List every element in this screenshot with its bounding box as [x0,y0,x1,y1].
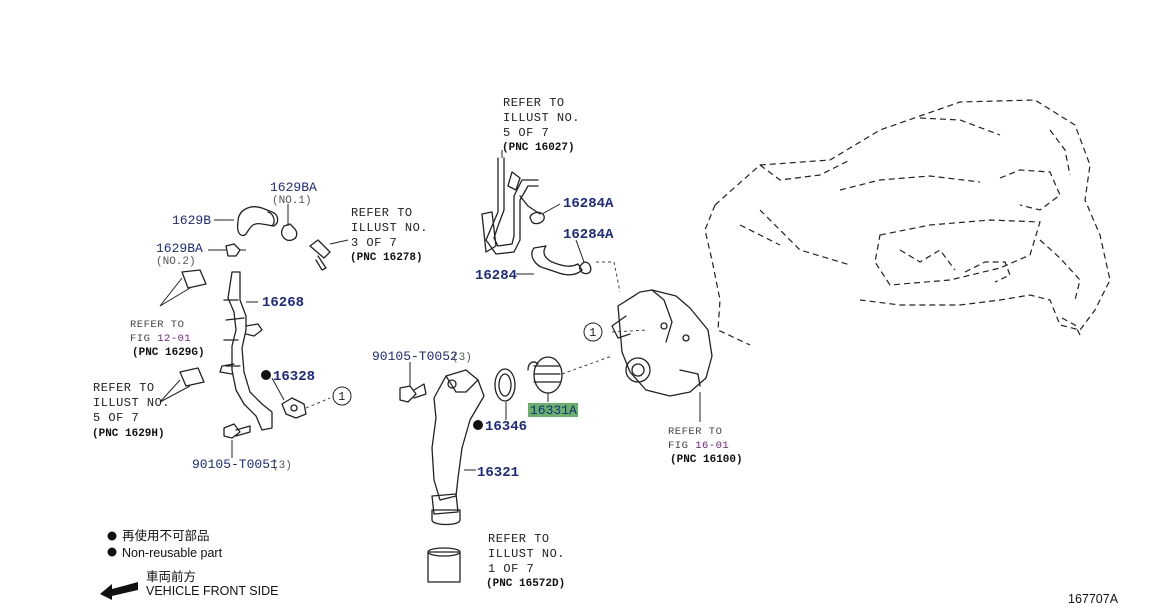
legend: 再使用不可部品 Non-reusable part 車両前方 VEHICLE F… [100,528,278,600]
ref-note-16027[interactable]: REFER TO ILLUST NO. 5 OF 7 (PNC 16027) [502,96,580,154]
ref-1629h-line3: 5 OF 7 [93,411,139,425]
circle-ref-1-right[interactable]: 1 [583,322,603,342]
clamp-16284a-1[interactable] [529,211,545,225]
ref-note-16100[interactable]: REFER TO FIG 16-01 (PNC 16100) [668,426,743,466]
pipe-16268[interactable] [219,271,273,431]
ref-16278-line2: ILLUST NO. [351,221,428,235]
non-reusable-dot-16328 [261,370,271,380]
hose-16572d[interactable] [427,547,461,583]
legend-dot-jp [107,531,117,541]
ref-16027-line1: REFER TO [503,96,565,110]
ref-16100-line2: FIG 16-01 [668,440,729,452]
figure-id: 167707A [1068,592,1119,606]
ref-1629g-arrow [159,269,207,307]
engine-outline [704,99,1111,346]
clamp-16284a-2[interactable] [579,261,592,275]
ref-1629g-line1: REFER TO [130,319,184,331]
ref-note-1629h[interactable]: REFER TO ILLUST NO. 5 OF 7 (PNC 1629H) [92,381,170,440]
ref-16572d-line3: 1 OF 7 [488,562,534,576]
ref-1629h-line1: REFER TO [93,381,155,395]
callout-16321[interactable]: 16321 [477,465,519,481]
ref-1629h-line4: (PNC 1629H) [92,428,165,440]
bracket-16328[interactable] [281,397,307,419]
callout-16284[interactable]: 16284 [475,268,517,284]
legend-front-jp: 車両前方 [146,569,196,584]
callout-16328[interactable]: 16328 [273,369,315,385]
callout-16346[interactable]: 16346 [485,419,527,435]
callout-1629ba-1[interactable]: 1629BA [270,180,317,195]
legend-dot-en [107,547,117,557]
bolt-90105-t0051[interactable] [223,423,251,439]
ref-16278-line3: 3 OF 7 [351,236,397,250]
non-reusable-dot-16346 [473,420,483,430]
clamp-1629ba-1[interactable] [280,223,298,242]
ref-16100-line3: (PNC 16100) [670,454,743,466]
ref-16572d-line2: ILLUST NO. [488,547,565,561]
highlight-16331a [528,403,578,417]
circle-ref-1-left[interactable]: 1 [332,386,352,406]
callout-1629b[interactable]: 1629B [172,213,211,228]
pump-housing-16100[interactable] [611,289,713,397]
circle-ref-1-right-label: 1 [589,326,597,340]
ref-note-16572d[interactable]: REFER TO ILLUST NO. 1 OF 7 (PNC 16572D) [486,532,565,590]
circle-ref-1-left-label: 1 [338,390,346,404]
ref-16572d-line4: (PNC 16572D) [486,578,565,590]
hose-16284[interactable] [531,245,583,276]
callout-1629ba-1-note: (NO.1) [272,195,312,207]
callout-16284a-2[interactable]: 16284A [563,227,614,243]
callout-1629ba-2-note: (NO.2) [156,256,196,268]
ref-1629h-line2: ILLUST NO. [93,396,170,410]
leader-lines [208,150,585,471]
legend-jp: 再使用不可部品 [122,528,210,543]
hose-end-16278[interactable] [309,239,331,271]
gasket-16346[interactable] [494,368,516,402]
callout-90105-t0051[interactable]: 90105-T0051 [192,457,278,472]
callout-90105-t0052[interactable]: 90105-T0052 [372,349,458,364]
ref-16572d-line1: REFER TO [488,532,550,546]
water-inlet-16321[interactable] [431,369,485,526]
ref-16027-line4: (PNC 16027) [502,142,575,154]
ref-note-16278[interactable]: REFER TO ILLUST NO. 3 OF 7 (PNC 16278) [350,206,428,264]
ref-1629g-line2: FIG 12-01 [130,333,191,345]
bolt-90105-t0052[interactable] [399,383,427,403]
ref-note-1629g[interactable]: REFER TO FIG 12-01 (PNC 1629G) [130,319,205,359]
legend-en: Non-reusable part [122,546,223,560]
fig-link-12-01[interactable]: 12-01 [157,333,191,345]
callout-90105-t0052-qty: (3) [452,352,472,364]
hose-1629b[interactable] [236,206,279,237]
ref-1629g-line3: (PNC 1629G) [132,347,205,359]
fig-link-16-01[interactable]: 16-01 [695,440,729,452]
callout-16268[interactable]: 16268 [262,295,304,311]
callout-90105-t0051-qty: (3) [272,460,292,472]
callout-1629ba-2[interactable]: 1629BA [156,241,203,256]
callout-16284a-1[interactable]: 16284A [563,196,614,212]
ref-16100-line1: REFER TO [668,426,722,438]
pipe-16027[interactable] [481,157,541,255]
callout-16331a[interactable]: 16331A [530,403,577,418]
clamp-1629ba-2[interactable] [225,243,246,257]
ref-1629h-arrow [159,367,205,403]
legend-front-en: VEHICLE FRONT SIDE [146,584,278,598]
vehicle-front-arrow-icon [100,582,138,600]
thermostat-16331a[interactable] [527,356,563,394]
ref-16027-line3: 5 OF 7 [503,126,549,140]
ref-16278-line4: (PNC 16278) [350,252,423,264]
ref-16278-line1: REFER TO [351,206,413,220]
ref-16027-line2: ILLUST NO. [503,111,580,125]
